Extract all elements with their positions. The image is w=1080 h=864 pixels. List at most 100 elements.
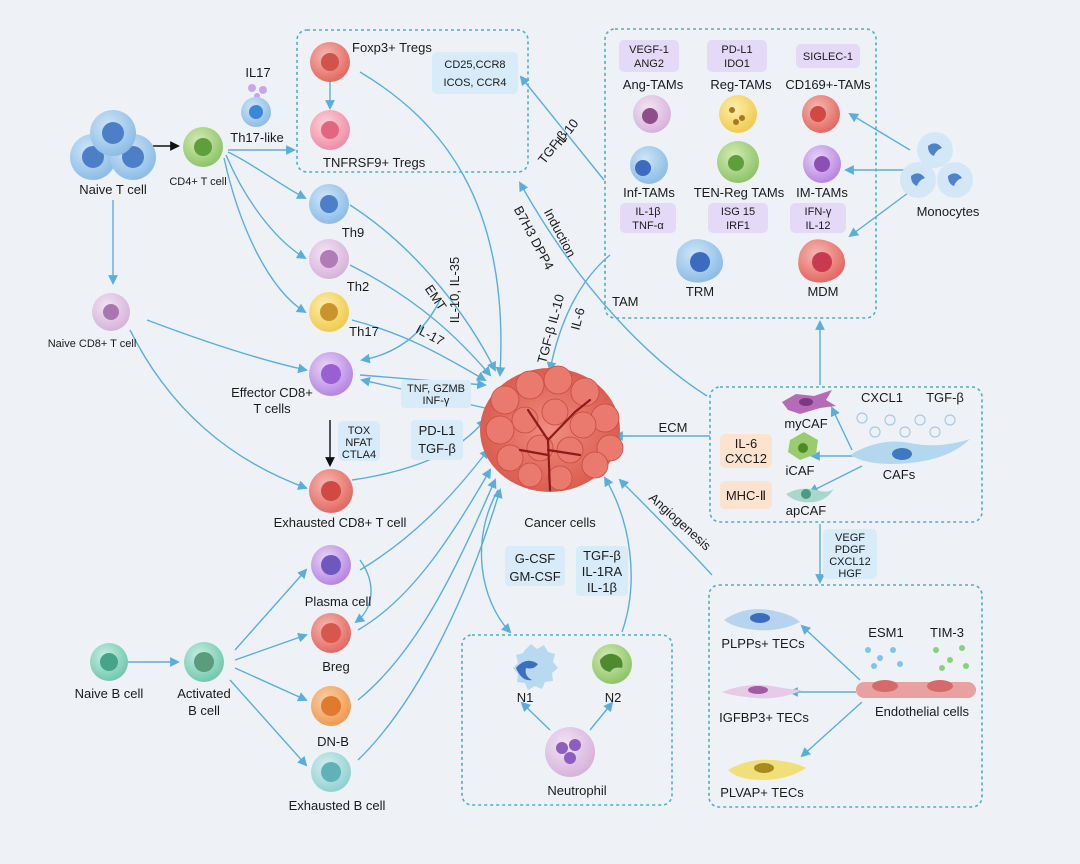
icaf-cell <box>788 432 818 460</box>
apcaf-marker-1: MHC-Ⅱ <box>726 488 766 503</box>
effector-cd8-cell <box>309 352 353 396</box>
ang-tams-label: Ang-TAMs <box>623 77 684 92</box>
plasma-label: Plasma cell <box>305 594 372 609</box>
ang-marker-1: VEGF-1 <box>629 44 669 56</box>
th2-cell <box>309 239 349 279</box>
vegf-label-box <box>823 529 877 579</box>
plvap-label: PLVAP+ TECs <box>720 785 804 800</box>
pdl1-label-box <box>411 420 463 460</box>
tregs-box <box>296 29 529 173</box>
cafs-cell <box>850 439 970 464</box>
emt-label: EMT <box>422 282 450 313</box>
tox-label: TOX <box>348 425 371 437</box>
monocytes-label: Monocytes <box>917 204 980 219</box>
tnfrsf9-treg-cell <box>310 110 350 150</box>
th2-label: Th2 <box>347 279 369 294</box>
plvap-tec-cell <box>728 759 806 780</box>
tnf-label-box <box>401 380 471 408</box>
vegf-label-1: VEGF <box>835 532 865 544</box>
esm1-granules <box>865 647 903 669</box>
il17-label: IL17 <box>245 65 270 80</box>
pdl1-label-2: TGF-β <box>418 441 456 456</box>
gcsf-label-box <box>505 546 565 586</box>
cancer-cells-label: Cancer cells <box>524 515 596 530</box>
activated-b-label-2: B cell <box>188 703 220 718</box>
activated-b-cell <box>184 642 224 682</box>
tnf-label-2: INF-γ <box>423 395 450 407</box>
cxcl1-label: CXCL1 <box>861 390 903 405</box>
im-tams-label: IM-TAMs <box>796 185 848 200</box>
reg-marker-1: PD-L1 <box>721 44 752 56</box>
foxp3-treg-cell <box>310 42 350 82</box>
angiogenesis-label: Angiogenesis <box>646 490 714 554</box>
exhausted-cd8-cell <box>309 469 353 513</box>
naive-cd8-label: Naive CD8+ T cell <box>48 338 137 350</box>
ang-marker-2: ANG2 <box>634 58 664 70</box>
mycaf-label: myCAF <box>784 416 827 431</box>
tgf-label-box <box>576 546 628 596</box>
apcaf-cell <box>786 488 834 503</box>
treg-markers-2: ICOS, CCR4 <box>444 77 507 89</box>
naive-b-cell <box>90 643 128 681</box>
il17-granules <box>248 84 267 99</box>
th17-like-cell <box>241 97 271 127</box>
tnf-label-1: TNF, GZMB <box>407 383 465 395</box>
reg-tams-label: Reg-TAMs <box>710 77 772 92</box>
th17-label: Th17 <box>349 324 379 339</box>
cd4-t-cell-label: CD4+ T cell <box>169 176 226 188</box>
n2-label: N2 <box>605 690 622 705</box>
tim3-granules <box>933 645 969 671</box>
icaf-marker-box <box>720 434 772 468</box>
tam-box-label: TAM <box>612 294 638 309</box>
mycaf-cell <box>782 390 836 414</box>
activated-b-label: Activated <box>177 686 230 701</box>
caf-secreted-factors <box>856 412 956 438</box>
cancer-cells-cluster <box>480 365 624 492</box>
cd4-t-cell <box>183 127 223 167</box>
neutrophil-cell <box>545 727 595 777</box>
inf-tam-cell <box>630 146 668 184</box>
trm-label: TRM <box>686 284 714 299</box>
tim3-label: TIM-3 <box>930 625 964 640</box>
tec-box <box>708 584 983 808</box>
breg-cell <box>311 613 351 653</box>
mdm-cell <box>798 239 845 283</box>
exhausted-b-cell <box>311 752 351 792</box>
th9-cell <box>309 184 349 224</box>
gcsf-label-2: GM-CSF <box>509 569 560 584</box>
vegf-label-3: CXCL12 <box>829 556 871 568</box>
esm1-label: ESM1 <box>868 625 903 640</box>
im-marker-2: IL-12 <box>805 220 830 232</box>
inf-marker-2: TNF-α <box>632 220 664 232</box>
inf-tams-label: Inf-TAMs <box>623 185 675 200</box>
exhausted-cd8-label: Exhausted CD8+ T cell <box>274 515 407 530</box>
im-marker-1: IFN-γ <box>805 206 832 218</box>
cd169-tams-label: CD169+-TAMs <box>785 77 871 92</box>
tgfb-arrow-label: TGF-β <box>535 128 570 167</box>
treg-markers-1: CD25,CCR8 <box>444 59 505 71</box>
trm-cell <box>676 239 723 283</box>
tnfrsf9-label: TNFRSF9+ Tregs <box>323 155 426 170</box>
pdl1-label-1: PD-L1 <box>419 423 456 438</box>
caf-tgfb-label: TGF-β <box>926 390 964 405</box>
effector-cd8-label-2: T cells <box>253 401 291 416</box>
endothelial-label: Endothelial cells <box>875 704 969 719</box>
cafs-label: CAFs <box>883 467 916 482</box>
plpps-label: PLPPs+ TECs <box>721 636 805 651</box>
breg-label: Breg <box>322 659 349 674</box>
th17-cell <box>309 292 349 332</box>
cd169-marker-1: SIGLEC-1 <box>803 51 853 63</box>
tenreg-marker-2: IRF1 <box>726 220 750 232</box>
igfbp3-label: IGFBP3+ TECs <box>719 710 809 725</box>
dn-b-cell <box>311 686 351 726</box>
ten-reg-tams-label: TEN-Reg TAMs <box>694 185 785 200</box>
reg-tam-cell <box>719 95 757 133</box>
exhausted-b-label: Exhausted B cell <box>289 798 386 813</box>
il10-il35-label: IL-10, IL-35 <box>447 257 462 324</box>
im-marker-box <box>790 203 846 233</box>
tgf-label-2: IL-1RA <box>582 564 623 579</box>
gcsf-label-1: G-CSF <box>515 551 556 566</box>
naive-t-cell-cluster <box>70 110 156 180</box>
n2-cell <box>592 644 632 684</box>
nfat-label: NFAT <box>345 437 373 449</box>
